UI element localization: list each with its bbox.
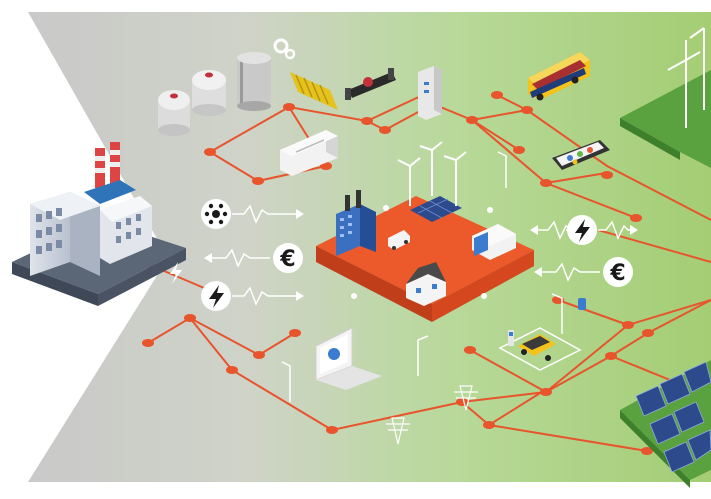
small-lightning-icon [170,262,182,284]
wind-farm [620,27,711,168]
power-plant [12,142,186,306]
electric-bus [528,52,590,101]
gear-cluster-icon [273,38,296,60]
flow-right-euro: € [534,257,633,287]
euro-icon [603,257,633,287]
euro-symbol: € [609,261,625,286]
euro-icon [273,243,303,273]
flow-left-network [201,199,304,229]
heat-exchanger [290,72,338,110]
flow-left-euro: € [204,243,303,273]
euro-symbol: € [279,247,295,272]
battery-cabinet [418,66,442,120]
solar-farm [620,360,711,488]
smartphone-app [552,140,610,170]
flow-right-power [530,215,638,245]
laptop [315,327,382,390]
electrolyzer-unit [280,130,338,176]
pipe-valve [345,68,396,100]
street-lights [281,151,563,402]
power-grid-lines [147,88,711,452]
transmission-pylons [386,385,478,445]
storage-tanks [158,52,271,136]
ev-charging-station [498,298,586,371]
smart-grid-hub-platform [316,141,534,322]
flow-left-power [201,281,304,311]
